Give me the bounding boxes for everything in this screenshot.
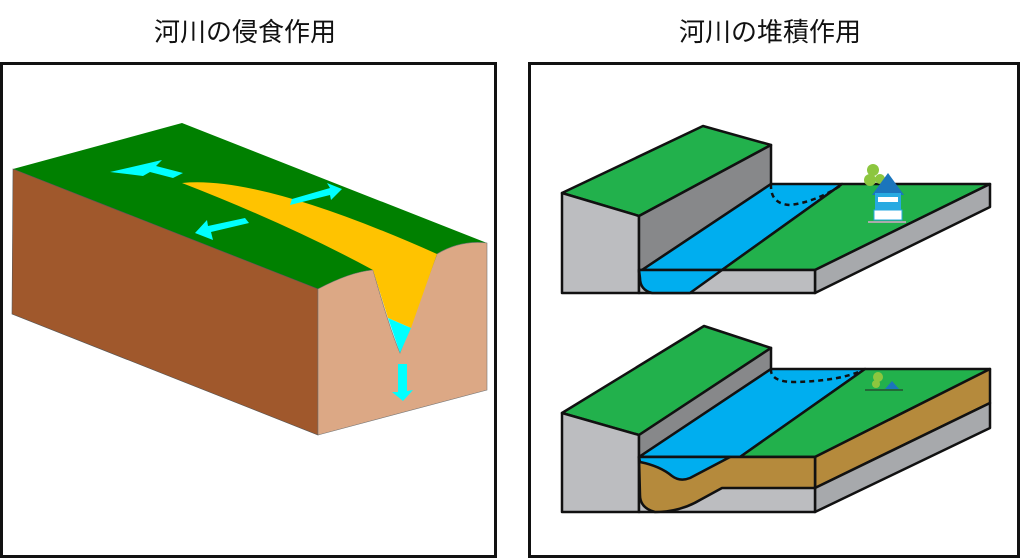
deposition-upper-block <box>560 124 992 295</box>
deposition-panel <box>528 62 1020 558</box>
old-bank-dashed <box>769 183 841 207</box>
erosion-panel <box>0 62 497 558</box>
river-channel <box>182 182 437 328</box>
old-bank-dashed <box>769 368 864 384</box>
small-house-icon <box>865 372 903 391</box>
arrow-up-right-icon <box>290 183 342 205</box>
arrow-down-left-icon <box>195 218 249 240</box>
erosion-title: 河川の侵食作用 <box>153 18 336 48</box>
deposition-title: 河川の堆積作用 <box>678 18 861 48</box>
arrow-left-icon <box>110 160 183 178</box>
erosion-block <box>11 123 488 436</box>
arrow-down-icon <box>392 364 413 401</box>
river-cross-section <box>637 455 732 481</box>
house-icon <box>864 164 906 223</box>
erosion-arrows <box>110 160 413 401</box>
deposition-lower-block <box>560 324 992 514</box>
river-cross-section <box>637 268 724 295</box>
river-water-bottom <box>388 318 411 353</box>
